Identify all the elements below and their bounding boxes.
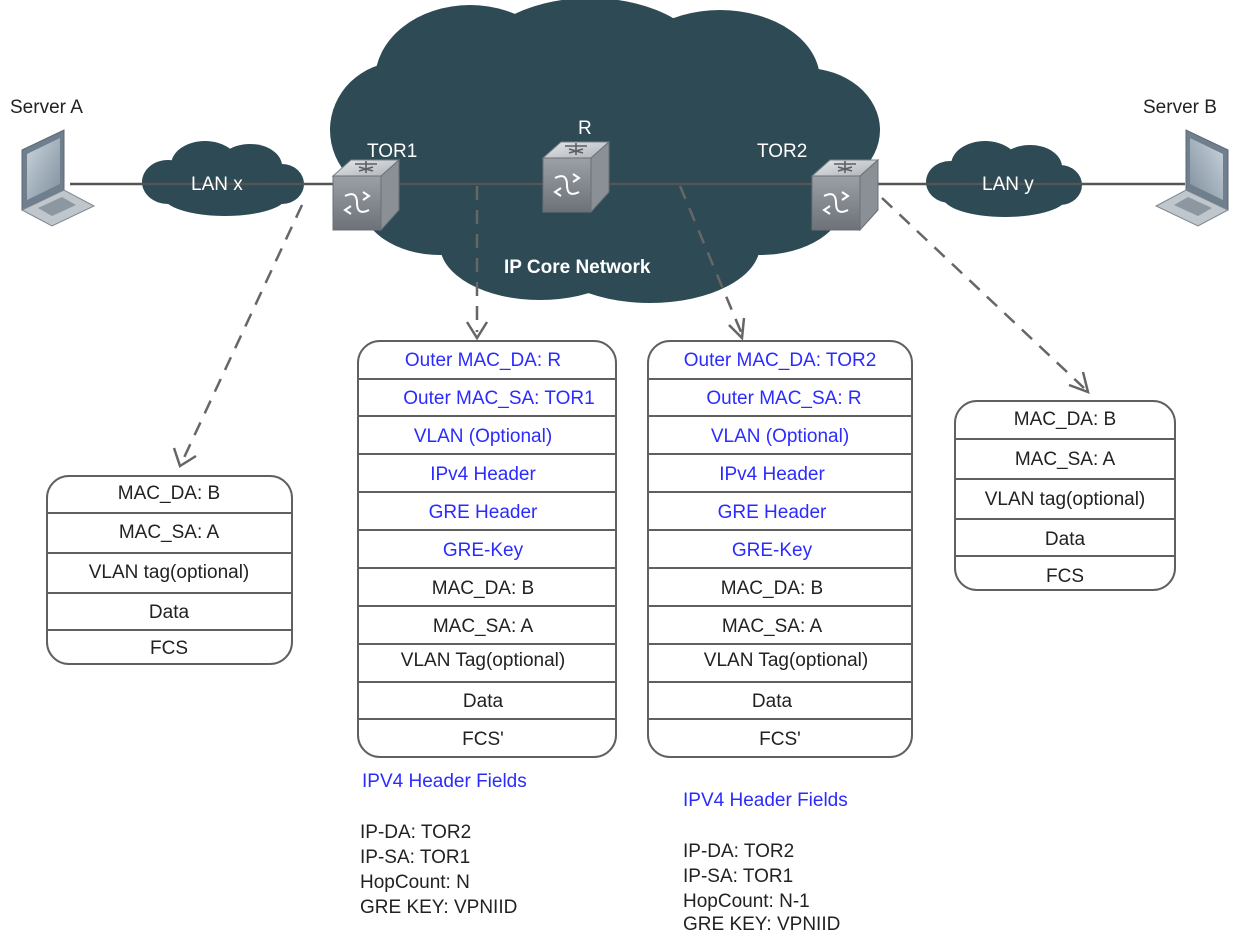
frame-mid1-outer-row: Outer MAC_DA: R xyxy=(405,350,561,371)
server-a-laptop-icon xyxy=(21,129,95,227)
frame-mid1-outer-row: GRE Header xyxy=(429,502,538,523)
frame-right: MAC_DA: B MAC_SA: A VLAN tag(optional) D… xyxy=(954,400,1176,591)
core-network-label: IP Core Network xyxy=(504,257,651,278)
server-b-label: Server B xyxy=(1143,97,1217,118)
frame-left-row: FCS xyxy=(150,638,188,659)
ipv4-fields-2-line: IP-SA: TOR1 xyxy=(683,866,793,887)
frame-left-row: MAC_SA: A xyxy=(119,522,220,543)
frame-right-row: MAC_DA: B xyxy=(1014,409,1116,430)
ipv4-fields-1-line: HopCount: N xyxy=(360,872,470,893)
frame-mid2-inner-row: FCS' xyxy=(759,729,801,750)
ipv4-fields-1-line: GRE KEY: VPNIID xyxy=(360,897,517,918)
frame-right-row: MAC_SA: A xyxy=(1015,449,1116,470)
leader-right-arrowhead xyxy=(1068,371,1090,394)
frame-mid2-outer-row: Outer MAC_SA: R xyxy=(706,388,861,409)
frame-right-row: Data xyxy=(1045,529,1086,550)
frame-mid1-inner-row: FCS' xyxy=(462,729,504,750)
ipv4-fields-2-title: IPV4 Header Fields xyxy=(683,790,848,811)
ipv4-fields-2-line: GRE KEY: VPNIID xyxy=(683,914,840,935)
tor2-switch-icon xyxy=(811,159,879,231)
frame-mid1-inner-row: MAC_SA: A xyxy=(433,616,534,637)
tor1-switch-icon xyxy=(332,159,400,231)
ipv4-fields-1-title: IPV4 Header Fields xyxy=(362,771,527,792)
frame-left: MAC_DA: B MAC_SA: A VLAN tag(optional) D… xyxy=(46,475,293,665)
ipv4-fields-1-line: IP-SA: TOR1 xyxy=(360,847,470,868)
frame-right-row: VLAN tag(optional) xyxy=(985,489,1146,510)
frame-mid2-outer-row: Outer MAC_DA: TOR2 xyxy=(684,350,877,371)
frame-mid2-inner-row: VLAN Tag(optional) xyxy=(704,650,868,671)
tor1-label: TOR1 xyxy=(367,141,417,162)
server-a-label: Server A xyxy=(10,97,83,118)
tor2-label: TOR2 xyxy=(757,141,807,162)
server-b-laptop-icon xyxy=(1155,129,1229,227)
frame-mid1-inner-row: VLAN Tag(optional) xyxy=(401,650,565,671)
leader-mid2-arrowhead xyxy=(728,317,746,341)
frame-mid1-inner-row: MAC_DA: B xyxy=(432,578,534,599)
frame-left-row: MAC_DA: B xyxy=(118,483,220,504)
lan-y-label: LAN y xyxy=(982,174,1034,195)
frame-mid1-outer-row: Outer MAC_SA: TOR1 xyxy=(403,388,594,409)
ipv4-fields-1-line: IP-DA: TOR2 xyxy=(360,822,471,843)
frame-mid1-outer-row: GRE-Key xyxy=(443,540,524,561)
leader-left xyxy=(180,204,304,463)
r-switch-icon xyxy=(542,141,610,213)
frame-mid2-inner-row: MAC_DA: B xyxy=(721,578,823,599)
frame-mid1-inner-row: Data xyxy=(463,691,504,712)
frame-mid2-outer-row: GRE Header xyxy=(718,502,827,523)
ipv4-fields-2-line: HopCount: N-1 xyxy=(683,891,810,912)
leader-mid1-arrowhead xyxy=(465,321,489,341)
frame-mid2-inner-row: Data xyxy=(752,691,793,712)
core-cloud xyxy=(330,0,880,303)
frame-mid2-inner-row: MAC_SA: A xyxy=(722,616,823,637)
frame-mid1-outer-row: VLAN (Optional) xyxy=(414,426,552,447)
frame-left-row: Data xyxy=(149,602,190,623)
frame-right-row: FCS xyxy=(1046,566,1084,587)
frame-mid2: Outer MAC_DA: TOR2 Outer MAC_SA: R VLAN … xyxy=(647,340,913,758)
frame-mid2-outer-row: VLAN (Optional) xyxy=(711,426,849,447)
ipv4-fields-1: IPV4 Header Fields IP-DA: TOR2 IP-SA: TO… xyxy=(360,771,527,918)
leader-left-arrowhead xyxy=(172,447,197,468)
ipv4-fields-2-line: IP-DA: TOR2 xyxy=(683,841,794,862)
frame-left-row: VLAN tag(optional) xyxy=(89,562,250,583)
leader-mid2 xyxy=(678,185,743,333)
frame-mid2-outer-row: IPv4 Header xyxy=(719,464,825,485)
frame-mid1-outer-row: IPv4 Header xyxy=(430,464,536,485)
ipv4-fields-2: IPV4 Header Fields IP-DA: TOR2 IP-SA: TO… xyxy=(683,790,848,935)
lan-x-label: LAN x xyxy=(191,174,243,195)
frame-mid1: Outer MAC_DA: R Outer MAC_SA: TOR1 VLAN … xyxy=(357,340,617,758)
frame-mid2-outer-row: GRE-Key xyxy=(732,540,813,561)
r-label: R xyxy=(578,118,592,139)
